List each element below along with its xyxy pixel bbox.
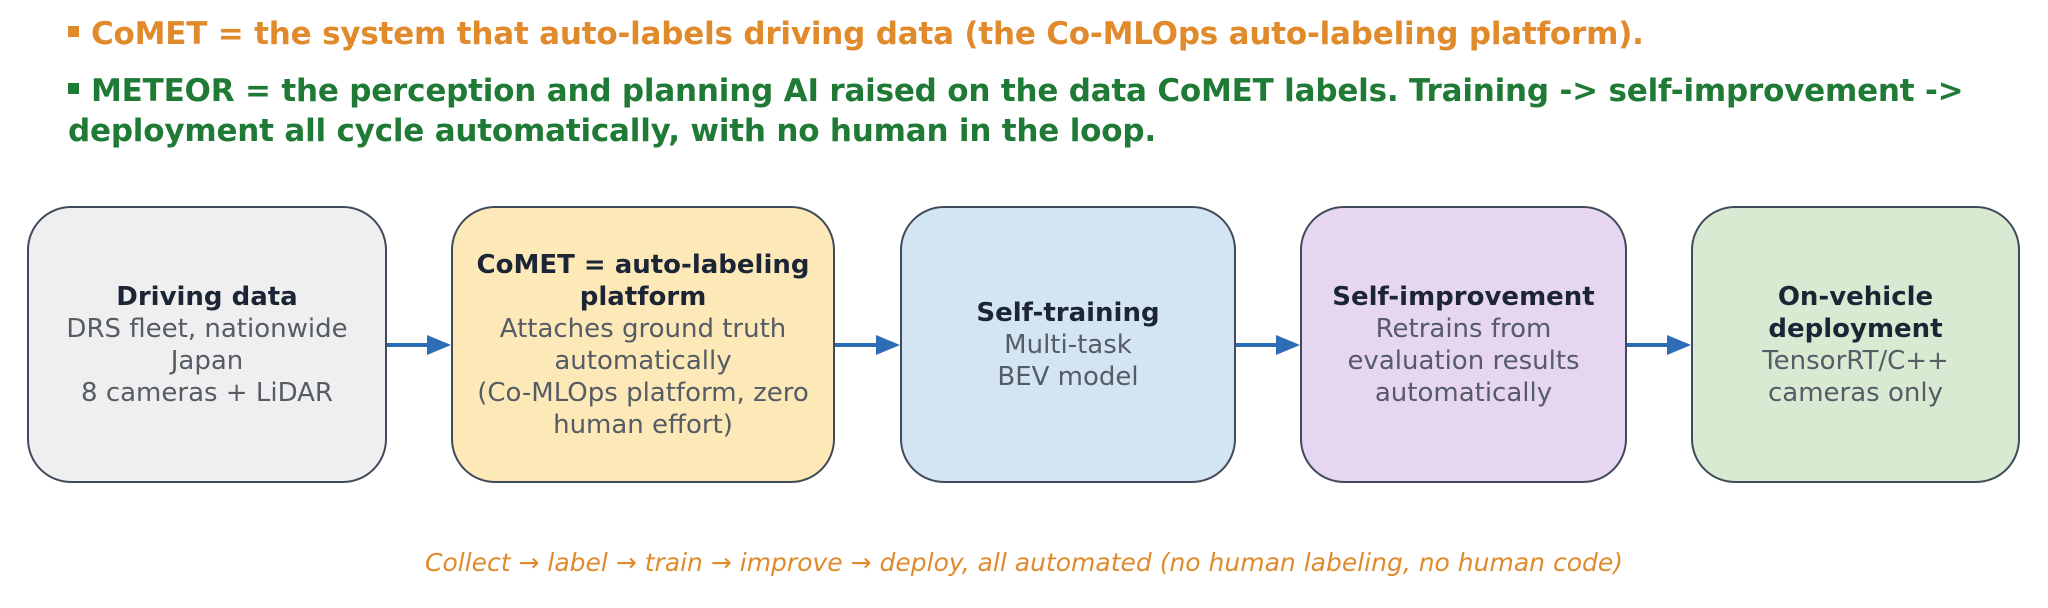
box-line: 8 cameras + LiDAR bbox=[81, 377, 333, 408]
box-line: Attaches ground truth bbox=[499, 313, 787, 344]
arrow-right-icon bbox=[835, 335, 900, 355]
box-line: Multi-task bbox=[1004, 329, 1132, 360]
bullet-meteor: METEOR = the perception and planning AI … bbox=[68, 71, 2008, 151]
box-title: On-vehicle deployment bbox=[1768, 281, 1943, 344]
bullet-square-icon bbox=[68, 83, 79, 94]
box-self-improvement: Self-improvement Retrains from evaluatio… bbox=[1300, 206, 1627, 483]
box-line: Japan bbox=[170, 345, 244, 376]
box-line: cameras only bbox=[1768, 377, 1943, 408]
box-line: Retrains from bbox=[1375, 313, 1552, 344]
arrow-right-icon bbox=[1627, 335, 1691, 355]
box-line: DRS fleet, nationwide bbox=[66, 313, 348, 344]
box-comet: CoMET = auto-labeling platform Attaches … bbox=[451, 206, 835, 483]
box-line: (Co-MLOps platform, zero bbox=[477, 377, 809, 408]
arrow-right-icon bbox=[387, 335, 451, 355]
box-title: Driving data bbox=[116, 281, 298, 312]
box-line: BEV model bbox=[997, 361, 1139, 392]
box-driving-data: Driving data DRS fleet, nationwide Japan… bbox=[27, 206, 387, 483]
box-title: Self-improvement bbox=[1332, 281, 1595, 312]
box-line: TensorRT/C++ bbox=[1762, 345, 1949, 376]
box-line: automatically bbox=[1374, 377, 1553, 408]
bullet-meteor-text: METEOR = the perception and planning AI … bbox=[68, 73, 1964, 149]
box-title: Self-training bbox=[976, 297, 1160, 328]
box-line: evaluation results bbox=[1347, 345, 1580, 376]
box-line: human effort) bbox=[553, 409, 733, 440]
box-line: automatically bbox=[554, 345, 732, 376]
box-title: CoMET = auto-labeling platform bbox=[476, 249, 810, 312]
bullet-square-icon bbox=[68, 26, 79, 37]
caption: Collect → label → train → improve → depl… bbox=[425, 548, 1623, 577]
arrow-right-icon bbox=[1236, 335, 1300, 355]
bullet-comet: CoMET = the system that auto-labels driv… bbox=[68, 14, 1644, 54]
box-on-vehicle-deployment: On-vehicle deployment TensorRT/C++ camer… bbox=[1691, 206, 2020, 483]
bullet-comet-text: CoMET = the system that auto-labels driv… bbox=[91, 16, 1644, 52]
box-self-training: Self-training Multi-task BEV model bbox=[900, 206, 1236, 483]
